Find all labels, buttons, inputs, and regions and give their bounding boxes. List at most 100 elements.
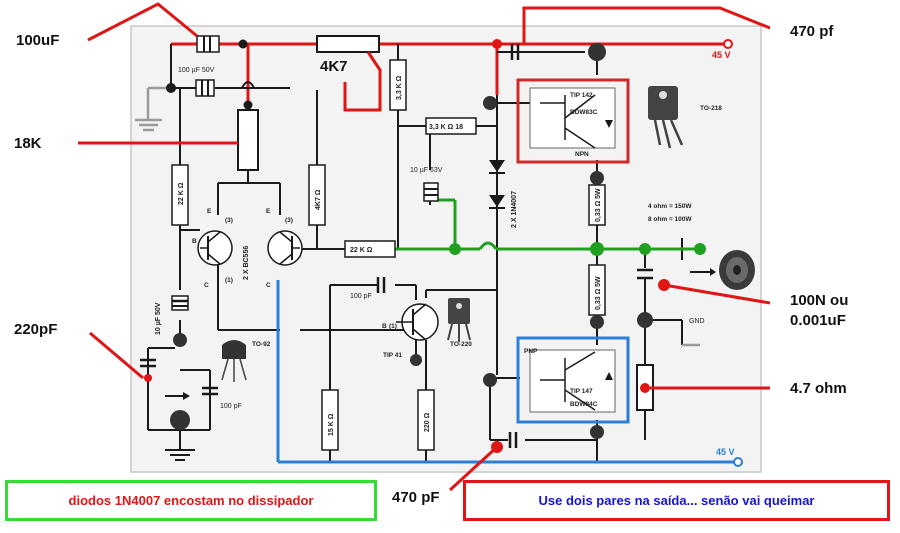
junction-node <box>166 83 176 93</box>
transistor-tip41 <box>396 303 439 341</box>
cap-100uf <box>196 35 220 53</box>
input-arrow-icon <box>165 392 190 400</box>
cap-100uf-50v <box>195 79 215 97</box>
resistor-4k7-vertical-label: 4K7 Ω <box>315 189 322 210</box>
callout-100n-line2: 0.001uF <box>790 312 846 329</box>
pin1-q1: (1) <box>225 277 233 284</box>
pin-c-q1: C <box>204 282 209 289</box>
pin-b-q1: B <box>192 238 197 245</box>
pnp-label: PNP <box>524 348 538 355</box>
pin3-q1: (3) <box>225 217 233 224</box>
cap-100pf-vas <box>376 277 386 293</box>
resistor-15k-label: 15 K Ω <box>328 413 335 436</box>
junction-node <box>449 243 461 255</box>
junction-node <box>243 100 253 110</box>
supply-top-label: 45 V <box>712 50 731 60</box>
to218-label: TO-218 <box>700 105 722 112</box>
junction-node <box>637 312 653 328</box>
callout-4-7ohm: 4.7 ohm <box>790 380 847 397</box>
junction-node <box>483 96 497 110</box>
to220-package-icon <box>447 298 471 342</box>
resistor-033-upper-label: 0,33 Ω 5W <box>595 188 602 222</box>
note-diodes-heatsink: diodos 1N4007 encostam no dissipador <box>5 480 377 521</box>
to218-package-icon <box>648 86 684 149</box>
resistor-220: 220 Ω <box>417 389 435 451</box>
wire-crossover <box>241 81 255 89</box>
negative-terminal-icon <box>733 457 743 467</box>
junction-node <box>144 374 152 382</box>
npn-output-transistor: TIP 142 BDW83C NPN <box>516 78 630 164</box>
pnp-part2: BDW84C <box>570 401 598 408</box>
pnp-output-transistor: PNP TIP 147 BDW84C <box>516 336 630 424</box>
resistor-220-label: 220 Ω <box>424 412 431 432</box>
resistor-033-lower-label: 0,33 Ω 5W <box>595 276 602 310</box>
gnd-label: GND <box>689 318 705 325</box>
load-8ohm: 8 ohm = 100W <box>648 216 692 223</box>
junction-node <box>410 354 422 366</box>
cap-100pf-input <box>202 386 218 396</box>
to220-label: TO-220 <box>450 341 472 348</box>
note-diodes-heatsink-text: diodos 1N4007 encostam no dissipador <box>68 493 314 508</box>
callout-pointers <box>78 2 771 492</box>
resistor-3k3-horizontal-label: 3,3 K Ω 18 <box>429 124 463 131</box>
resistor-15k: 15 K Ω <box>321 389 339 451</box>
junction-node <box>588 43 606 61</box>
resistor-22k-horizontal-label: 22 K Ω <box>350 247 373 254</box>
npn-part1: TIP 142 <box>570 92 593 99</box>
cap-470pf-top <box>497 44 585 60</box>
callout-470pf-bottom: 470 pF <box>392 489 440 506</box>
cap-100pf-input-label: 100 pF <box>220 403 242 410</box>
pnp-part1: TIP 147 <box>570 388 593 395</box>
to92-label: TO-92 <box>252 341 271 348</box>
positive-terminal-icon <box>723 39 733 49</box>
diode-string <box>489 160 505 209</box>
note-output-pairs: Use dois pares na saída... senão vai que… <box>463 480 890 521</box>
resistor-4k7-vertical: 4K7 Ω <box>308 164 326 226</box>
cap-220pf <box>140 358 156 368</box>
cap-10uf-50v-label: 10 µF 50V <box>155 302 162 335</box>
callout-470pf-top: 470 pf <box>790 23 834 40</box>
junction-node <box>492 39 502 49</box>
resistor-033-upper: 0,33 Ω 5W <box>588 184 606 226</box>
junction-node <box>639 243 651 255</box>
cap-470pf-bottom <box>508 432 518 448</box>
transistor-q2 <box>267 230 303 266</box>
junction-node <box>173 333 187 347</box>
tip41-label: TIP 41 <box>383 352 402 359</box>
callout-18k: 18K <box>14 135 42 152</box>
callout-220pf: 220pF <box>14 321 57 338</box>
npn-label: NPN <box>575 151 589 158</box>
note-output-pairs-text: Use dois pares na saída... senão vai que… <box>538 493 815 508</box>
cap-10uf-50v <box>171 295 189 311</box>
junction-node <box>694 243 706 255</box>
cap-100pf-vas-label: 100 pF <box>350 293 372 300</box>
junction-node <box>590 315 604 329</box>
signal-wiring <box>147 44 683 462</box>
to92-package-icon <box>221 340 247 382</box>
pin-e-q2: E <box>266 208 271 215</box>
junction-node <box>590 242 604 256</box>
junction-node <box>640 383 650 393</box>
cap-100n <box>637 268 653 285</box>
resistor-18k <box>237 109 259 171</box>
pin-e-q1: E <box>207 208 212 215</box>
resistor-3k3-horizontal: 3,3 K Ω 18 <box>425 117 477 135</box>
resistor-3k3-vertical: 3,3 K Ω <box>389 59 407 111</box>
npn-part2: BDW83C <box>570 109 598 116</box>
transistor-q1 <box>197 230 233 266</box>
resistor-4k7 <box>316 35 380 53</box>
resistor-033-lower: 0,33 Ω 5W <box>588 264 606 316</box>
pin3-q2: (3) <box>285 217 293 224</box>
cap-100uf-50v-label: 100 µF 50V <box>178 67 215 74</box>
diodes-label: 2 X 1N4007 <box>511 191 518 228</box>
callout-100uf: 100uF <box>16 32 59 49</box>
cap-10uf-63v <box>423 182 439 202</box>
junction-node <box>590 425 604 439</box>
resistor-22k-horizontal: 22 K Ω <box>344 240 396 258</box>
bc556-label: 2 X BC556 <box>243 246 250 280</box>
tip41-pin1: (1) <box>389 323 397 330</box>
junction-node <box>170 410 190 430</box>
resistor-22k-left: 22 K Ω <box>171 164 189 226</box>
resistor-3k3-vertical-label: 3,3 K Ω <box>396 75 403 100</box>
junction-node <box>483 373 497 387</box>
